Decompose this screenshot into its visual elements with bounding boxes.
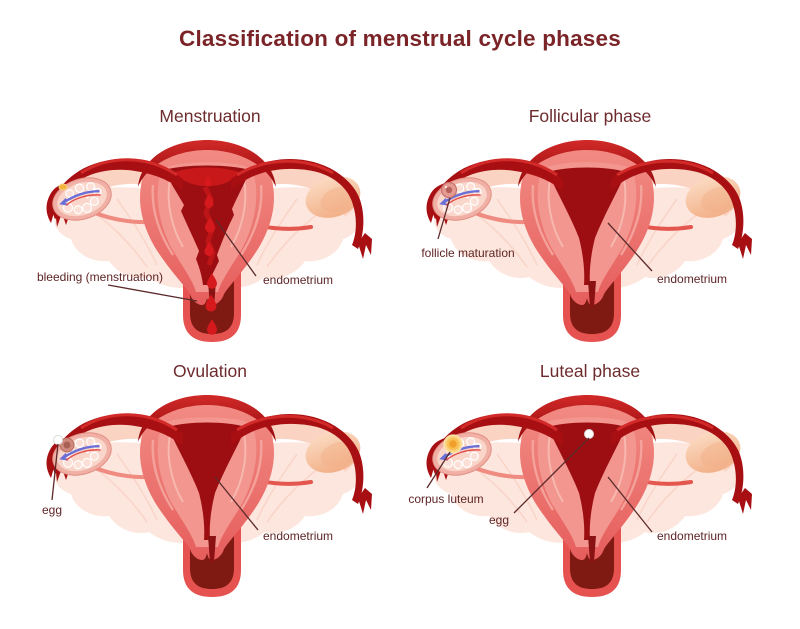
pointer-line-endometrium — [607, 222, 653, 272]
uterus-figure-menstruation: bleeding (menstruation) endometrium — [37, 140, 372, 342]
pointer-line-corpus-luteum — [426, 451, 451, 489]
page-title: Classification of menstrual cycle phases — [179, 26, 621, 51]
ruptured-follicle — [59, 437, 75, 453]
egg-cell — [53, 435, 63, 445]
ovary-vessel-red — [65, 194, 101, 206]
uterus-illustration-follicular: follicle maturation endometrium — [405, 135, 775, 347]
panel-menstruation: Menstruation — [25, 98, 395, 350]
ovary-vessel-red — [445, 449, 481, 461]
fimbriae-right — [738, 488, 752, 514]
label-follicle-maturation: follicle maturation — [421, 246, 514, 260]
maturing-follicle — [440, 181, 458, 199]
blood-drop — [205, 217, 215, 233]
panel-heading-ovulation: Ovulation — [173, 361, 247, 381]
panel-ovulation: Ovulation — [25, 353, 395, 605]
blood-drop — [204, 242, 214, 256]
cervical-canal — [588, 281, 596, 307]
label-endometrium: endometrium — [263, 273, 333, 287]
label-endometrium: endometrium — [657, 272, 727, 286]
blood-drop — [205, 294, 217, 312]
panel-heading-follicular: Follicular phase — [528, 106, 652, 126]
cervical-canal — [208, 536, 216, 562]
panel-follicular: Follicular phase — [405, 98, 775, 350]
pointer-line-endometrium — [214, 476, 259, 531]
uterus-illustration-ovulation: egg endometrium — [25, 390, 395, 602]
uterine-cavity — [548, 167, 626, 285]
pointer-line-endometrium — [215, 219, 257, 277]
degenerating-corpus-luteum — [58, 183, 68, 191]
ovary-vessel-blue — [442, 190, 480, 204]
blood-drop — [207, 319, 217, 335]
panel-heading-luteal: Luteal phase — [539, 361, 641, 381]
fimbriae-right — [358, 488, 372, 514]
label-endometrium: endometrium — [263, 529, 333, 543]
blood-drop — [207, 273, 217, 289]
blood-drop — [204, 194, 214, 208]
label-bleeding: bleeding (menstruation) — [37, 270, 163, 284]
ovary-vessel-blue — [62, 445, 100, 459]
blood-drop — [204, 175, 212, 187]
cervical-canal — [588, 536, 596, 562]
panel-luteal: Luteal phase — [405, 353, 775, 605]
uterus-figure-luteal: corpus luteum egg endometrium — [408, 395, 752, 597]
corpus-luteum — [443, 434, 463, 454]
uterus-illustration-luteal: corpus luteum egg endometrium — [405, 390, 775, 602]
label-egg: egg — [489, 513, 509, 527]
egg-cell — [584, 429, 594, 439]
pointer-line-bleeding — [107, 284, 198, 302]
fimbriae-right — [358, 233, 372, 259]
ovary-vessel-red — [65, 449, 101, 461]
left-ovary-cut-view — [52, 177, 112, 221]
uterus-illustration-menstruation: bleeding (menstruation) endometrium — [25, 135, 395, 347]
menstrual-shedding — [175, 167, 239, 186]
uterus-figure-follicular: follicle maturation endometrium — [421, 140, 752, 342]
label-endometrium: endometrium — [657, 529, 727, 543]
pointer-line-endometrium — [607, 476, 653, 533]
uterus-figure-ovulation: egg endometrium — [42, 395, 372, 597]
uterine-cavity — [548, 422, 626, 540]
pointer-line-egg — [513, 437, 590, 514]
label-egg: egg — [42, 503, 62, 517]
fimbriae-right — [738, 233, 752, 259]
panel-heading-menstruation: Menstruation — [159, 106, 261, 126]
ovary-vessel-blue — [62, 190, 100, 204]
pointer-line-follicle-maturation — [437, 197, 451, 240]
pointer-line-egg — [51, 443, 59, 501]
label-corpus-luteum: corpus luteum — [408, 492, 483, 506]
uterine-cavity — [168, 422, 246, 540]
